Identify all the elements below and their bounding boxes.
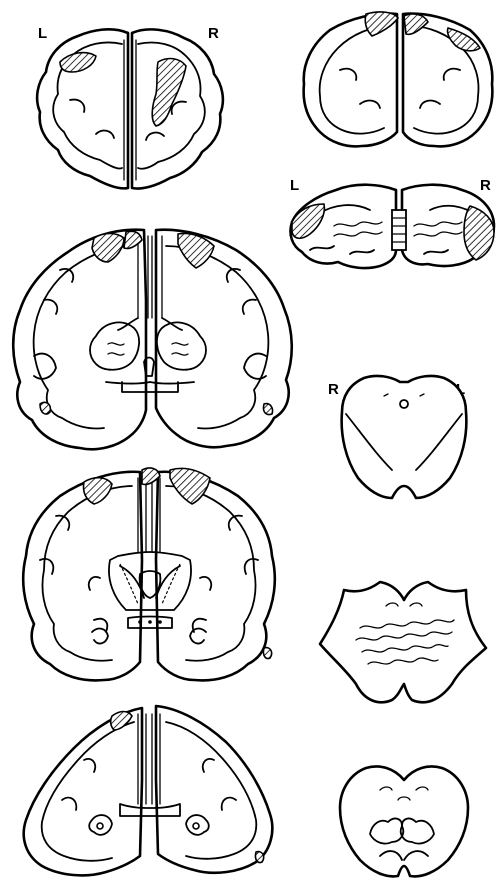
section-midbrain: R L (328, 376, 466, 498)
label-panel2-left: L (290, 177, 299, 194)
label-panel1-right: R (208, 25, 219, 42)
section-coronal-posterior (24, 706, 273, 875)
section-frontal-top-right (304, 12, 493, 146)
section-medulla (340, 767, 468, 877)
section-coronal-thalamus (23, 468, 275, 680)
section-pons (320, 582, 486, 702)
label-panel1-left: L (38, 25, 47, 42)
section-frontal-pole: L R (37, 25, 223, 189)
label-panel2-right: R (480, 177, 491, 194)
section-coronal-basal-ganglia (13, 230, 292, 450)
label-brainstem-left: R (328, 381, 339, 398)
section-orbital: L R (290, 177, 494, 268)
